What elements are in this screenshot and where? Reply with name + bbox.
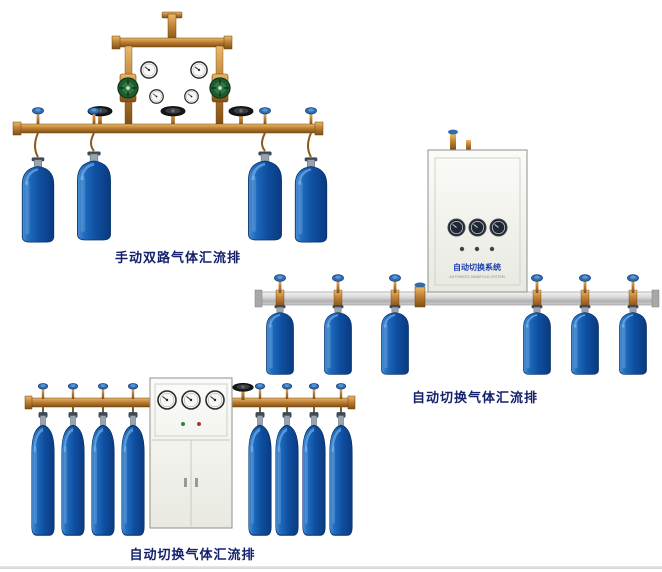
pressure-gauge-icon <box>181 390 201 410</box>
gas-cylinder <box>20 156 56 244</box>
gas-cylinder <box>247 410 273 537</box>
cabinet-door-seam <box>434 157 521 286</box>
cylinder-valve-icon <box>88 107 100 125</box>
rail-end-cap <box>651 289 660 308</box>
auto-switch-floor-manifold <box>24 377 356 537</box>
pipe-end-cap <box>24 395 33 410</box>
gas-cylinder <box>522 304 552 376</box>
page-bottom-edge <box>0 566 662 569</box>
indicator-light-green <box>181 422 185 426</box>
indicator-light-red <box>197 422 201 426</box>
regulator-wheel-icon <box>209 77 231 99</box>
caption-manual-dual: 手动双路气体汇流排 <box>114 251 241 266</box>
gas-cylinder <box>618 304 648 376</box>
pressure-gauge-icon <box>184 89 199 104</box>
handwheel-valve-icon <box>228 105 254 126</box>
header-end-cap <box>111 35 121 50</box>
control-cabinet-wall: 自动切换系统 AUTOMATIC MANIFOLD SYSTEM <box>427 129 528 293</box>
pigtail-hose <box>34 132 39 158</box>
cabinet-top-valve-icon <box>448 129 458 135</box>
auto-switch-wall-manifold: 自动切换系统 AUTOMATIC MANIFOLD SYSTEM <box>254 129 660 376</box>
control-cabinet-floor <box>149 377 233 529</box>
pressure-gauge-icon <box>149 89 164 104</box>
manual-dual-manifold <box>12 11 329 244</box>
cabinet-panel-frame <box>154 383 228 437</box>
cylinder-valve-icon <box>97 383 109 399</box>
cylinder-valve-icon <box>32 107 44 125</box>
rail-end-cap <box>254 289 263 308</box>
pressure-gauge-icon <box>190 61 208 79</box>
gas-cylinder <box>90 410 116 537</box>
gas-cylinder <box>265 304 295 376</box>
indicator-light <box>459 246 465 252</box>
cylinder-valve-icon <box>37 383 49 399</box>
pressure-gauge-icon <box>157 390 177 410</box>
pipe-end-cap <box>347 395 356 410</box>
gas-cylinder <box>301 410 327 537</box>
gas-cylinder <box>30 410 56 537</box>
header-end-cap <box>223 35 233 50</box>
pressure-gauge-icon <box>489 218 508 237</box>
caption-auto-wall: 自动切换气体汇流排 <box>411 391 538 406</box>
header-pipe <box>115 37 229 48</box>
indicator-light <box>474 246 480 252</box>
pipe-end-cap <box>12 121 22 136</box>
handwheel-valve-icon <box>232 382 254 400</box>
pigtail-hose <box>261 132 266 152</box>
manifold-rail <box>257 291 659 306</box>
cylinder-valve-icon <box>254 383 266 399</box>
gas-cylinder <box>570 304 600 376</box>
gas-cylinder <box>293 156 329 244</box>
cylinder-valve-icon <box>67 383 79 399</box>
pressure-gauge-icon <box>468 218 487 237</box>
gas-cylinder <box>328 410 354 537</box>
gas-cylinder <box>323 304 353 376</box>
cylinder-valve-icon <box>127 383 139 399</box>
cylinder-valve-icon <box>281 383 293 399</box>
rail-inline-valve <box>414 282 426 308</box>
gas-cylinder <box>76 150 112 242</box>
pressure-gauge-icon <box>447 218 466 237</box>
door-handle <box>184 478 187 487</box>
cylinder-valve-icon <box>308 383 320 399</box>
caption-auto-floor: 自动切换气体汇流排 <box>129 548 256 563</box>
manifold-pipe <box>15 123 321 134</box>
cabinet-top-pipe <box>450 134 456 150</box>
cabinet-panel-text: 自动切换系统 <box>453 262 501 272</box>
pigtail-hose <box>90 132 95 152</box>
cylinder-valve-icon <box>335 383 347 399</box>
pressure-gauge-icon <box>205 390 225 410</box>
gas-cylinder <box>274 410 300 537</box>
handwheel-valve-icon <box>160 105 186 126</box>
regulator-wheel-icon <box>117 77 139 99</box>
pigtail-hose <box>307 132 312 158</box>
gas-cylinder <box>120 410 146 537</box>
cylinder-valve-icon <box>259 107 271 125</box>
pressure-gauge-icon <box>140 61 158 79</box>
gas-cylinder <box>247 150 283 242</box>
pipe-end-cap <box>314 121 324 136</box>
gas-cylinder <box>60 410 86 537</box>
cabinet-panel-subtext: AUTOMATIC MANIFOLD SYSTEM <box>449 275 504 279</box>
cabinet-top-pipe <box>466 140 471 150</box>
indicator-light <box>489 246 495 252</box>
gas-cylinder <box>380 304 410 376</box>
door-handle <box>195 478 198 487</box>
